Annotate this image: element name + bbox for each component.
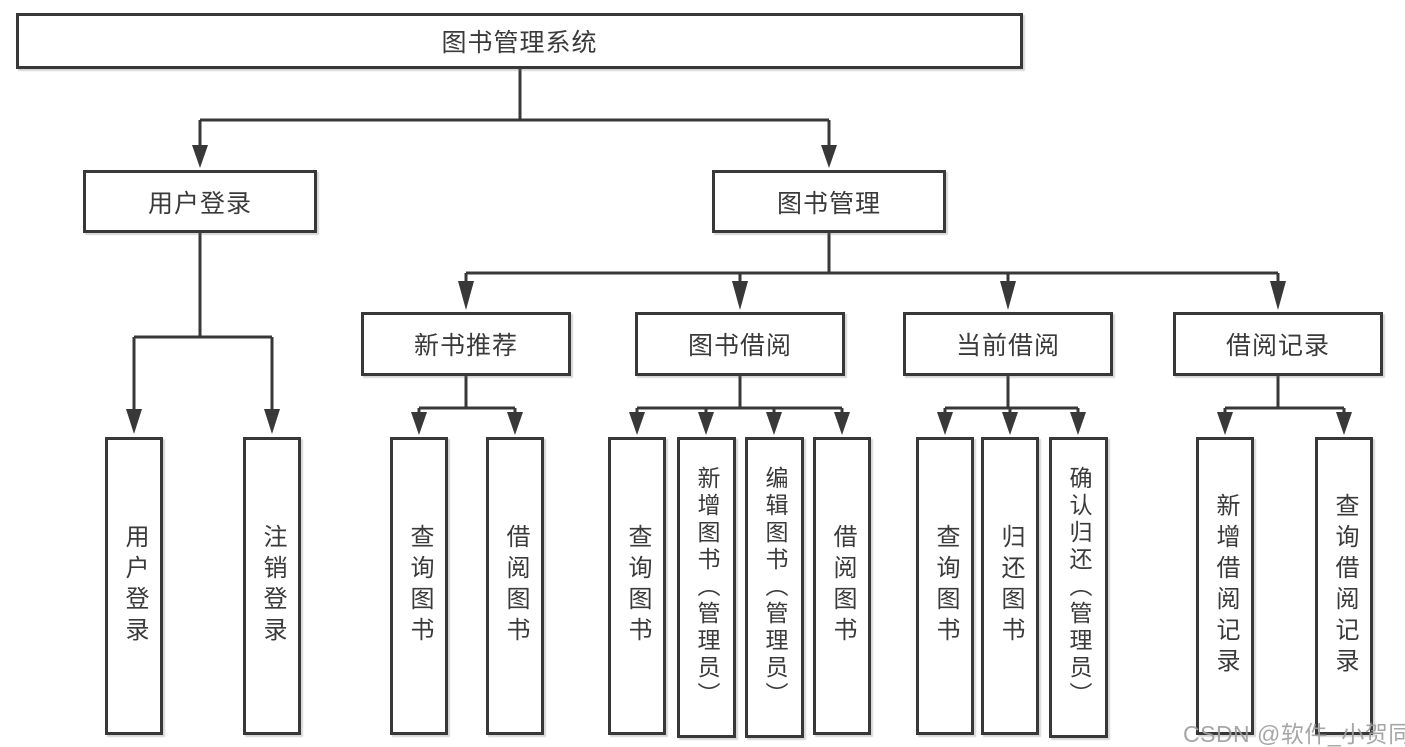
node-label: 借阅记录 xyxy=(1225,332,1330,360)
edge-new-book-recommend-to-leaves xyxy=(417,376,517,414)
leaf-borrow-add-books-admin: 新增图书（管理员） xyxy=(677,437,736,738)
node-label: 图书管理系统 xyxy=(441,29,598,57)
node-book-borrow: 图书借阅 xyxy=(635,312,845,376)
edge-user-login-to-leaves xyxy=(132,233,274,410)
node-label: 图书借阅 xyxy=(687,332,792,360)
edge-root-to-level2 xyxy=(198,69,831,147)
node-label: 借阅图书 xyxy=(502,524,529,648)
node-label: 借阅图书 xyxy=(829,524,856,648)
leaf-recommend-query-books: 查询图书 xyxy=(390,437,448,735)
leaf-records-query-record: 查询借阅记录 xyxy=(1315,437,1373,735)
node-label: 新书推荐 xyxy=(413,332,518,360)
node-book-management: 图书管理 xyxy=(712,170,946,233)
leaf-logout: 注销登录 xyxy=(243,437,301,735)
node-label: 用户登录 xyxy=(121,524,148,648)
node-library-management-system: 图书管理系统 xyxy=(16,13,1023,69)
leaf-recommend-borrow-books: 借阅图书 xyxy=(486,437,544,735)
node-label: 新增借阅记录 xyxy=(1212,493,1239,679)
node-label: 当前借阅 xyxy=(955,332,1060,360)
csdn-watermark: CSDN @软件_小贺同学 xyxy=(1183,721,1405,747)
node-label: 图书管理 xyxy=(776,189,881,218)
leaf-borrow-query-books: 查询图书 xyxy=(608,437,666,735)
node-label: 归还图书 xyxy=(997,524,1024,648)
edge-current-borrow-to-leaves xyxy=(943,376,1080,414)
node-user-login: 用户登录 xyxy=(83,170,317,233)
node-label: 查询图书 xyxy=(624,524,651,648)
node-current-borrow: 当前借阅 xyxy=(903,312,1113,376)
node-label: 查询图书 xyxy=(406,524,433,648)
node-label: 新增图书（管理员） xyxy=(694,466,720,709)
leaf-current-confirm-return-admin: 确认归还（管理员） xyxy=(1049,437,1108,738)
edge-book-borrow-to-leaves xyxy=(635,376,844,414)
leaf-borrow-borrow-books: 借阅图书 xyxy=(813,437,871,735)
node-borrow-records: 借阅记录 xyxy=(1173,312,1383,376)
node-label: 查询图书 xyxy=(932,524,959,648)
leaf-borrow-edit-books-admin: 编辑图书（管理员） xyxy=(745,437,804,738)
leaf-current-query-books: 查询图书 xyxy=(916,437,974,735)
leaf-current-return-books: 归还图书 xyxy=(981,437,1039,735)
node-new-book-recommend: 新书推荐 xyxy=(361,312,571,376)
arrowheads xyxy=(126,145,1352,435)
node-label: 查询借阅记录 xyxy=(1331,493,1358,679)
edge-borrow-records-to-leaves xyxy=(1223,376,1346,414)
node-label: 编辑图书（管理员） xyxy=(762,466,788,709)
leaf-records-add-record: 新增借阅记录 xyxy=(1196,437,1254,735)
edge-book-management-to-level3 xyxy=(464,233,1280,283)
node-label: 注销登录 xyxy=(259,524,286,648)
node-label: 确认归还（管理员） xyxy=(1066,466,1092,709)
node-label: 用户登录 xyxy=(147,189,252,218)
leaf-user-login: 用户登录 xyxy=(105,437,163,735)
